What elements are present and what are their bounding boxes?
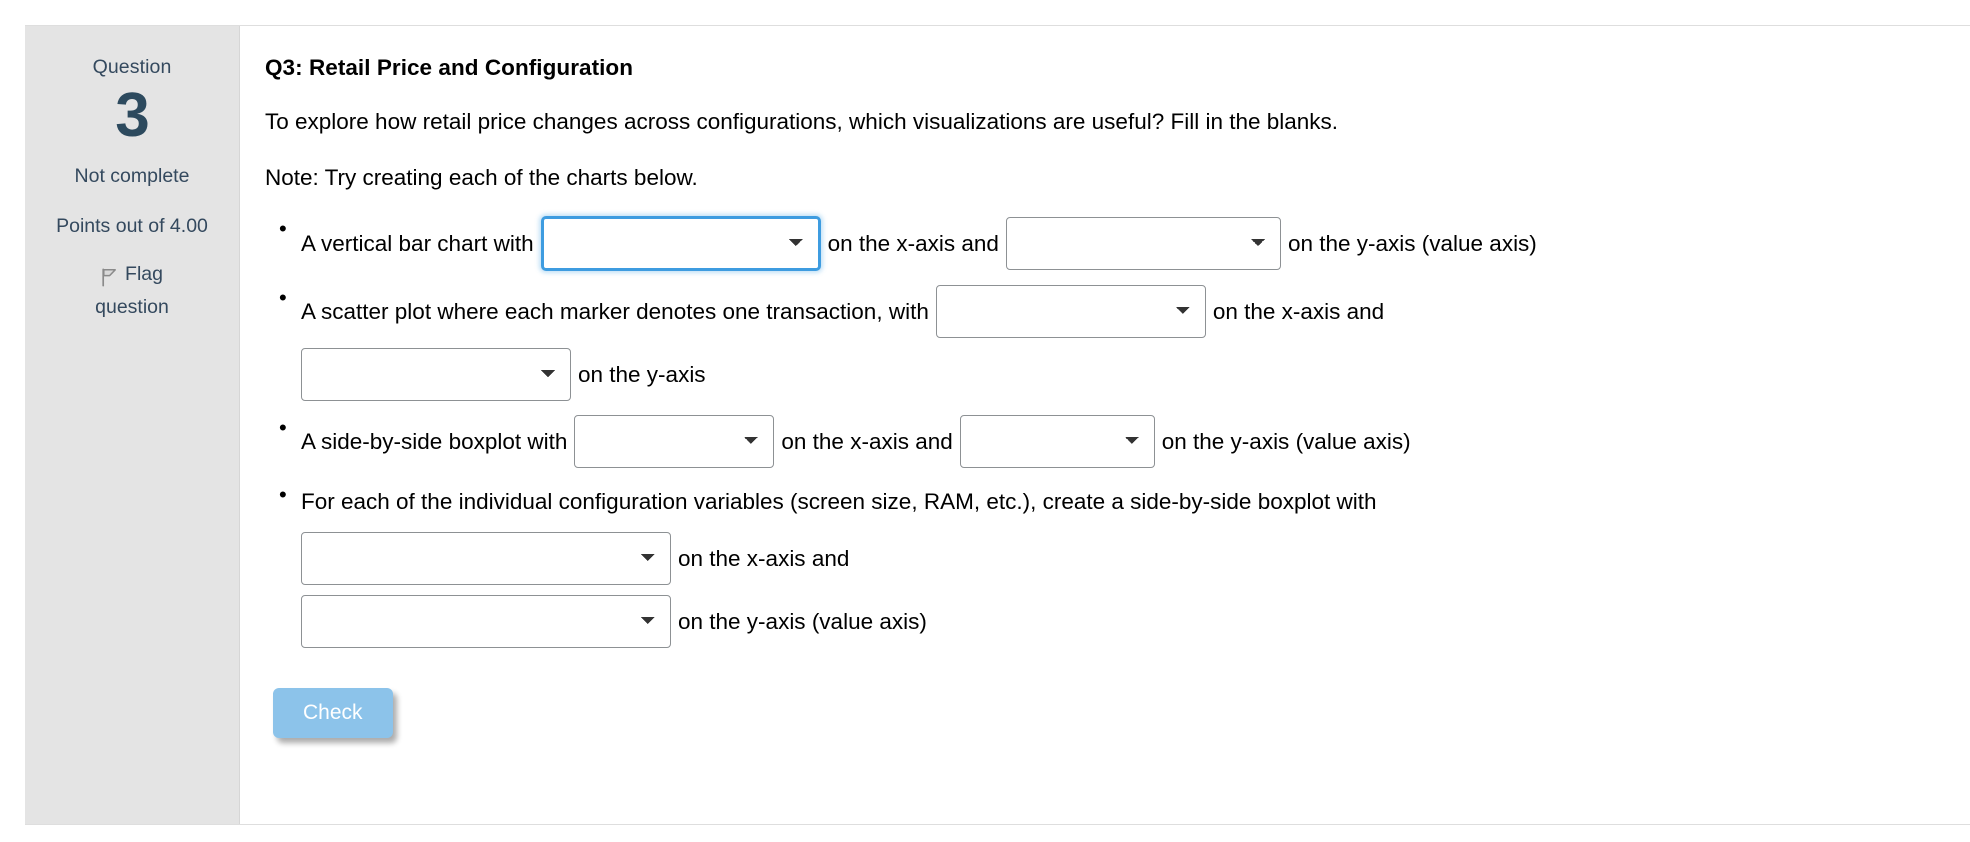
bullet-4-tail-text: on the y-axis (value axis) (678, 608, 927, 634)
list-item: A vertical bar chart with on the x-axis … (279, 215, 1950, 271)
bullet-1-lead-text: A vertical bar chart with (301, 230, 534, 256)
question-frame: Question 3 Not complete Points out of 4.… (25, 25, 1970, 825)
check-button[interactable]: Check (273, 687, 393, 738)
question-number: 3 (115, 81, 149, 151)
flag-label-second-line: question (95, 295, 169, 318)
list-item: A scatter plot where each marker denotes… (279, 284, 1950, 401)
per-variable-boxplot-y-axis-select[interactable] (301, 594, 671, 648)
question-content: Q3: Retail Price and Configuration To ex… (240, 26, 1970, 824)
scatter-x-axis-select[interactable] (935, 284, 1206, 338)
bullet-1-mid-text: on the x-axis and (827, 230, 999, 256)
flag-question-button[interactable]: Flag question (43, 260, 221, 321)
bullet-3-tail-text: on the y-axis (value axis) (1161, 428, 1411, 454)
flag-label: Flag (125, 262, 163, 285)
bullet-2-mid-text: on the x-axis and (1212, 298, 1385, 324)
bullet-4-mid-text: on the x-axis and (678, 545, 850, 571)
blank-list: A vertical bar chart with on the x-axis … (265, 215, 1950, 648)
bullet-1-tail-text: on the y-axis (value axis) (1287, 230, 1537, 256)
bullet-3-mid-text: on the x-axis and (781, 428, 953, 454)
bullet-4-lead-text: For each of the individual configuration… (301, 489, 1377, 515)
question-state: Not complete (74, 165, 190, 188)
question-note-text: Note: Try creating each of the charts be… (265, 164, 698, 190)
bar-chart-x-axis-select[interactable] (540, 215, 821, 271)
question-info-sidebar: Question 3 Not complete Points out of 4.… (25, 26, 240, 824)
question-intro-text: To explore how retail price changes acro… (265, 108, 1339, 134)
per-variable-boxplot-x-axis-select[interactable] (301, 531, 671, 585)
question-points: Points out of 4.00 (56, 214, 208, 237)
page-title: Q3: Retail Price and Configuration (265, 55, 633, 80)
bullet-3-lead-text: A side-by-side boxplot with (301, 428, 568, 454)
boxplot-y-axis-select[interactable] (959, 414, 1155, 468)
list-item: For each of the individual configuration… (279, 481, 1950, 648)
flag-icon (101, 267, 118, 287)
boxplot-x-axis-select[interactable] (574, 414, 775, 468)
bullet-2-lead-text: A scatter plot where each marker denotes… (301, 298, 929, 324)
question-label: Question (92, 56, 172, 78)
scatter-y-axis-select[interactable] (301, 347, 571, 401)
bar-chart-y-axis-select[interactable] (1005, 216, 1281, 270)
list-item: A side-by-side boxplot with on the x-axi… (279, 414, 1950, 468)
bullet-2-tail-text: on the y-axis (578, 361, 706, 387)
